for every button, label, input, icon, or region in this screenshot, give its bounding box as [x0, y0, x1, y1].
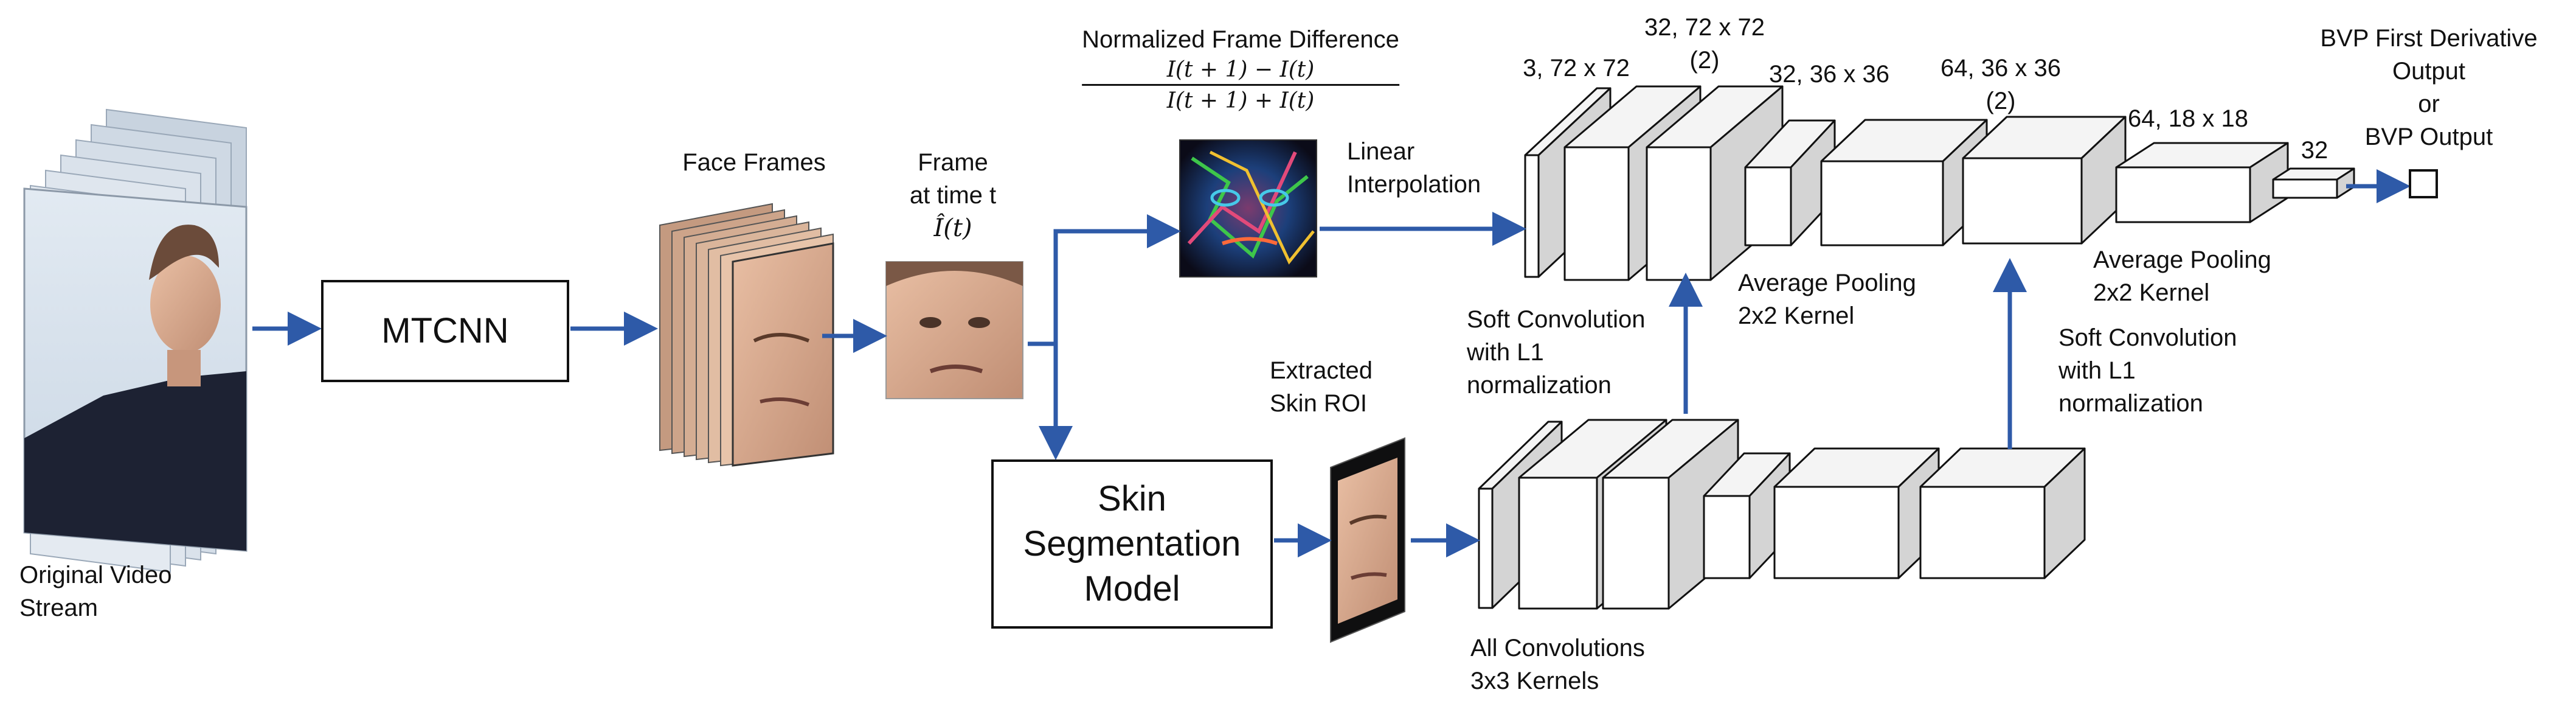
- block-front-face: [1773, 486, 1900, 579]
- output-label-line: Output: [2392, 58, 2466, 85]
- frame-at-time-t-thumbnail: [885, 261, 1023, 399]
- arrow-branch-up: [1053, 229, 1067, 344]
- top-conv4-block: [1962, 116, 2127, 245]
- block-front-face: [1646, 146, 1712, 281]
- top-pool2-block: [2115, 142, 2289, 223]
- linear-interpolation-label: Linear Interpolation: [1347, 135, 1481, 201]
- top-dense-block: [2272, 167, 2355, 199]
- flow-arrows: [252, 169, 2411, 557]
- cnn-blocks: [1478, 85, 2355, 610]
- soft-conv1-annotation: Soft Convolution with L1 normalization: [1467, 303, 1646, 402]
- block-front-face: [1820, 160, 1944, 246]
- dim-label: 64, 36 x 36: [1941, 55, 2061, 82]
- video-stream-stack-icon: [23, 108, 248, 573]
- annotation-line: with L1: [2058, 357, 2136, 384]
- skin-roi-line: Extracted: [1270, 357, 1373, 384]
- annotation-line: with L1: [1467, 339, 1544, 366]
- annotation-line: Soft Convolution: [2058, 324, 2237, 351]
- dim-label-group: 32, 72 x 72 (2): [1644, 11, 1765, 77]
- frame-t-label-line: at time t: [909, 182, 997, 209]
- annotation-line: Average Pooling: [2093, 246, 2271, 273]
- frame-difference-title: Normalized Frame Difference: [1082, 26, 1399, 53]
- all-conv-annotation: All Convolutions 3x3 Kernels: [1470, 632, 1645, 697]
- formula-numerator: I(t + 1) − I(t): [1082, 56, 1399, 86]
- block-front-face: [1518, 476, 1598, 610]
- block-front-face: [1524, 154, 1540, 278]
- soft-conv2-annotation: Soft Convolution with L1 normalization: [2058, 321, 2237, 420]
- mtcnn-box: MTCNN: [321, 280, 569, 382]
- skin-roi-label: Extracted Skin ROI: [1270, 354, 1373, 420]
- block-front-face: [1563, 146, 1630, 281]
- linear-interpolation-line: Linear: [1347, 138, 1415, 165]
- output-label-line: or: [2418, 91, 2440, 117]
- linear-interpolation-line: Interpolation: [1347, 171, 1481, 198]
- top-pool1-block: [1744, 119, 1836, 246]
- dim-label: 32: [2301, 137, 2328, 164]
- input-label-line: Original Video: [19, 562, 172, 588]
- pool2-annotation: Average Pooling 2x2 Kernel: [2093, 243, 2271, 309]
- skin-segmentation-box: Skin Segmentation Model: [991, 459, 1273, 629]
- block-front-face: [1744, 166, 1792, 246]
- output-label-line: BVP Output: [2364, 124, 2493, 150]
- input-label-line: Stream: [19, 595, 98, 621]
- input-label: Original Video Stream: [19, 559, 172, 624]
- dim-label: (2): [1689, 47, 1720, 74]
- dim-label: 32, 72 x 72: [1644, 14, 1765, 41]
- annotation-line: Average Pooling: [1738, 270, 1916, 296]
- formula-denominator: I(t + 1) + I(t): [1166, 88, 1315, 113]
- bottom-conv3-block: [1773, 447, 1940, 579]
- block-front-face: [1962, 157, 2083, 245]
- face-frames-label: Face Frames: [682, 146, 826, 179]
- output-node-icon: [2409, 169, 2438, 198]
- block-front-face: [1919, 486, 2046, 579]
- frame-t-label-line: Frame: [918, 149, 988, 176]
- block-front-face: [1478, 487, 1494, 609]
- block-front-face: [1703, 495, 1751, 579]
- dim-label: 32, 36 x 36: [1769, 61, 1889, 88]
- dim-label: 3, 72 x 72: [1523, 55, 1630, 82]
- frame-t-symbol: Î(t): [933, 214, 972, 242]
- output-label: BVP First Derivative Output or BVP Outpu…: [2320, 22, 2537, 153]
- face-frames-label-text: Face Frames: [682, 149, 826, 176]
- frame-difference-image: [1179, 139, 1317, 277]
- annotation-line: 3x3 Kernels: [1470, 668, 1599, 694]
- skin-roi-line: Skin ROI: [1270, 390, 1368, 417]
- frame-t-label: Frame at time t Î(t): [910, 146, 996, 245]
- block-front-face: [2272, 178, 2338, 199]
- pool1-annotation: Average Pooling 2x2 Kernel: [1738, 267, 1916, 332]
- dim-label: 64, 18 x 18: [2128, 105, 2248, 132]
- dim-label: (2): [1986, 88, 2016, 114]
- annotation-line: normalization: [2058, 390, 2203, 417]
- annotation-line: 2x2 Kernel: [1738, 302, 1855, 329]
- skin-roi-image: [1330, 437, 1405, 643]
- face-frames-stack-icon: [659, 203, 834, 467]
- annotation-line: 2x2 Kernel: [2093, 279, 2210, 306]
- annotation-line: All Convolutions: [1470, 635, 1645, 661]
- skin-model-line: Skin: [1098, 479, 1166, 518]
- block-front-face: [2115, 166, 2251, 223]
- output-label-line: BVP First Derivative: [2320, 25, 2538, 52]
- bottom-conv4-block: [1919, 447, 2086, 579]
- mtcnn-label: MTCNN: [381, 311, 509, 351]
- top-conv3-block: [1820, 119, 1988, 246]
- dim-label-group: 64, 36 x 36 (2): [1941, 52, 2061, 117]
- annotation-line: normalization: [1467, 372, 1612, 399]
- annotation-line: Soft Convolution: [1467, 306, 1646, 333]
- block-front-face: [1602, 476, 1670, 610]
- skin-model-line: Model: [1084, 569, 1180, 609]
- skin-model-line: Segmentation: [1023, 524, 1241, 564]
- frame-difference-label: Normalized Frame Difference I(t + 1) − I…: [1082, 23, 1399, 116]
